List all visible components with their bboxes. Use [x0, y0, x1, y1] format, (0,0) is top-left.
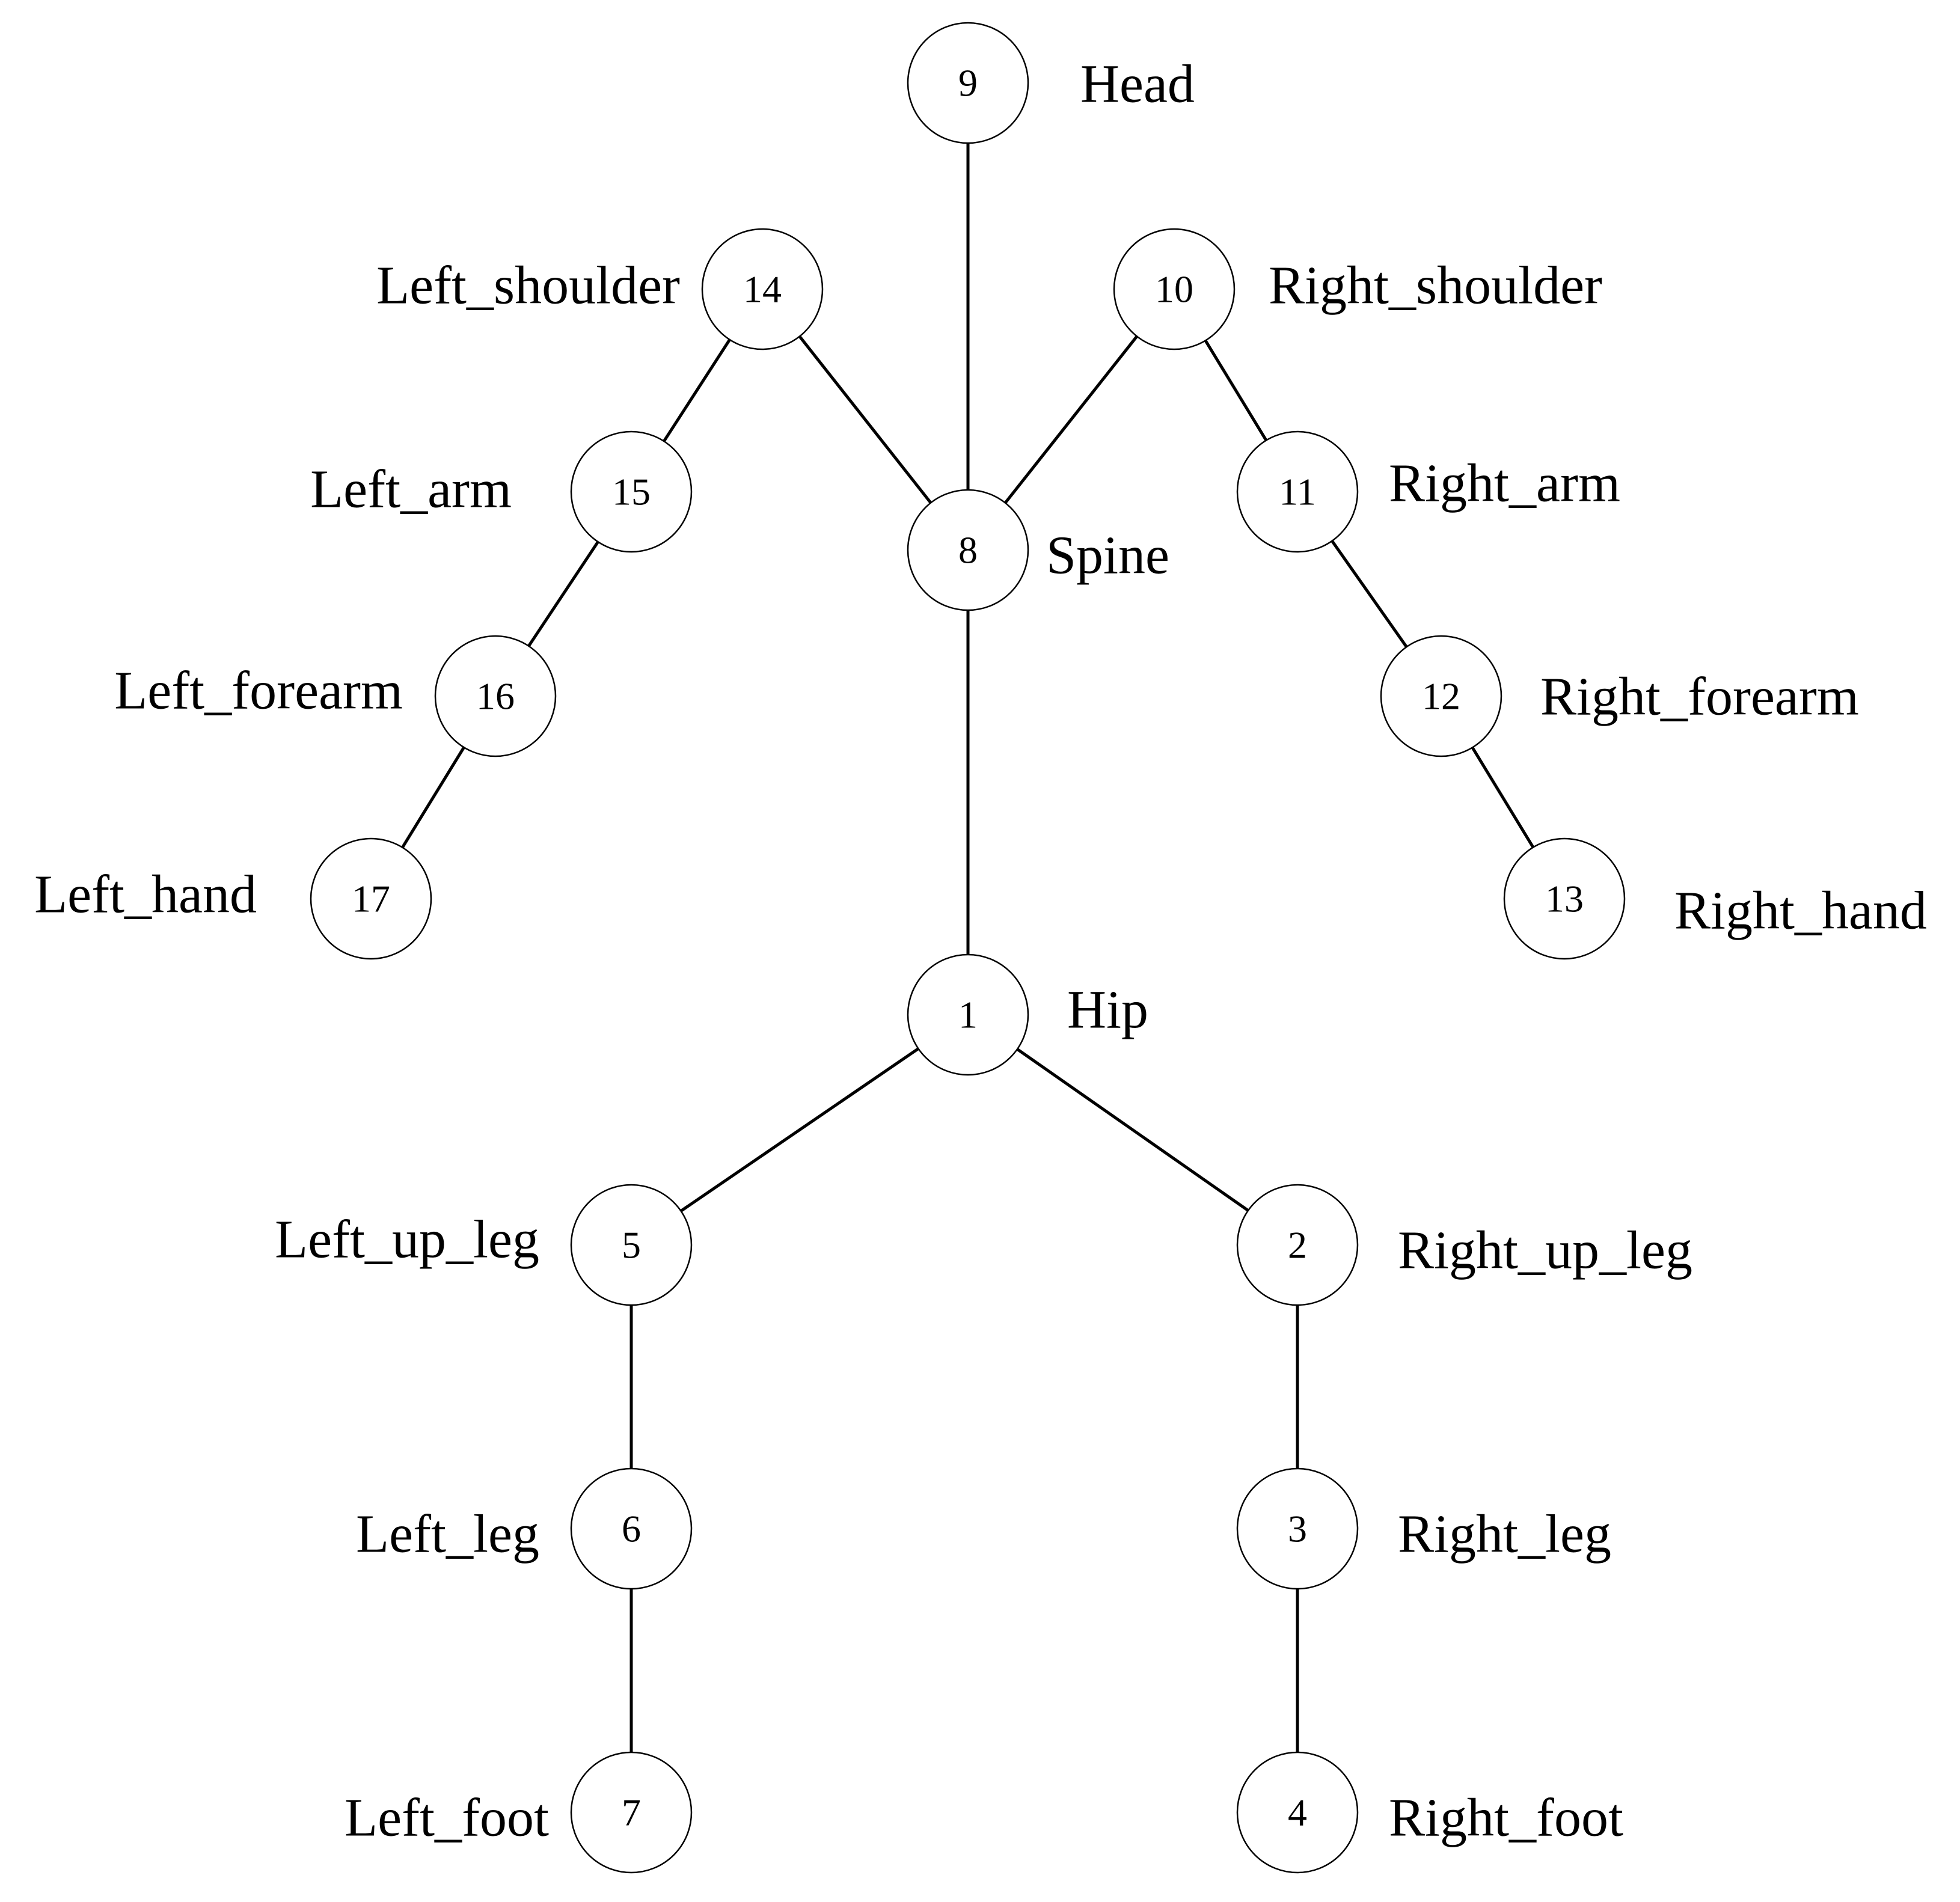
joint-label: Right_up_leg: [1398, 1221, 1692, 1280]
joint-id: 15: [612, 471, 651, 513]
joint-id: 16: [476, 675, 515, 718]
bone-1-5: [630, 1013, 969, 1247]
joint-node: [1503, 837, 1626, 960]
bone-1-2: [967, 1013, 1299, 1247]
joint-id: 6: [622, 1508, 641, 1550]
joint-node: [701, 228, 824, 350]
joint-node: [570, 430, 693, 553]
bones-layer: [369, 83, 1566, 1812]
joint-node: [1113, 228, 1236, 350]
joint-right-arm: 11 Right_arm: [1236, 430, 1620, 553]
joint-right-shoulder: 10 Right_shoulder: [1113, 228, 1602, 350]
joint-id: 13: [1545, 878, 1584, 920]
joint-spine: 8 Spine: [907, 489, 1169, 611]
joint-label: Left_hand: [34, 865, 257, 925]
joint-node: [570, 1184, 693, 1306]
joint-id: 10: [1155, 268, 1193, 311]
joint-left-shoulder: 14 Left_shoulder: [376, 228, 824, 350]
joint-head: 9 Head: [907, 22, 1195, 144]
joint-id: 9: [958, 62, 978, 105]
joint-node: [570, 1751, 693, 1874]
joint-label: Right_arm: [1389, 454, 1620, 513]
joint-node: [1236, 430, 1359, 553]
joint-label: Right_foot: [1389, 1788, 1623, 1848]
joint-left-arm: 15 Left_arm: [310, 430, 693, 553]
joint-left-hand: 17 Left_hand: [34, 837, 432, 960]
joint-id: 5: [622, 1224, 641, 1267]
joint-left-forearm: 16 Left_forearm: [114, 635, 557, 757]
joint-label: Left_arm: [310, 460, 512, 519]
joint-right-hand: 13 Right_hand: [1503, 837, 1927, 960]
joint-right-forearm: 12 Right_forearm: [1380, 635, 1859, 757]
joint-label: Right_leg: [1398, 1505, 1611, 1564]
joint-node: [907, 22, 1029, 144]
joint-id: 4: [1288, 1791, 1307, 1834]
joint-node: [1236, 1467, 1359, 1590]
joint-node: [1380, 635, 1502, 757]
joint-node: [570, 1467, 693, 1590]
joint-id: 8: [958, 529, 978, 572]
joint-label: Head: [1080, 55, 1195, 114]
joint-id: 17: [352, 878, 390, 920]
joint-label: Right_forearm: [1540, 667, 1859, 727]
joint-label: Hip: [1067, 980, 1148, 1040]
joint-id: 7: [622, 1791, 641, 1834]
joint-id: 2: [1288, 1224, 1307, 1267]
joint-node: [1236, 1184, 1359, 1306]
joint-label: Left_foot: [345, 1788, 549, 1848]
joint-id: 3: [1288, 1508, 1307, 1550]
joint-node: [907, 489, 1029, 611]
joint-id: 14: [743, 268, 782, 311]
joint-label: Left_shoulder: [376, 256, 680, 316]
joint-id: 12: [1422, 675, 1460, 718]
joint-right-up-leg: 2 Right_up_leg: [1236, 1184, 1692, 1306]
joint-right-leg: 3 Right_leg: [1236, 1467, 1611, 1590]
joint-label: Left_leg: [356, 1505, 539, 1564]
joint-hip: 1 Hip: [907, 953, 1148, 1076]
joint-label: Right_shoulder: [1269, 256, 1602, 316]
joint-label: Spine: [1046, 526, 1169, 586]
joint-node: [1236, 1751, 1359, 1874]
joint-left-leg: 6 Left_leg: [356, 1467, 693, 1590]
joint-left-up-leg: 5 Left_up_leg: [275, 1184, 693, 1306]
joint-node: [310, 837, 432, 960]
joint-node: [907, 953, 1029, 1076]
joint-label: Left_up_leg: [275, 1210, 539, 1270]
joint-right-foot: 4 Right_foot: [1236, 1751, 1623, 1874]
joint-id: 11: [1279, 471, 1316, 513]
joint-label: Right_hand: [1674, 881, 1927, 941]
joint-label: Left_forearm: [114, 661, 403, 721]
joint-id: 1: [958, 994, 978, 1036]
joint-node: [434, 635, 557, 757]
joint-left-foot: 7 Left_foot: [345, 1751, 693, 1874]
